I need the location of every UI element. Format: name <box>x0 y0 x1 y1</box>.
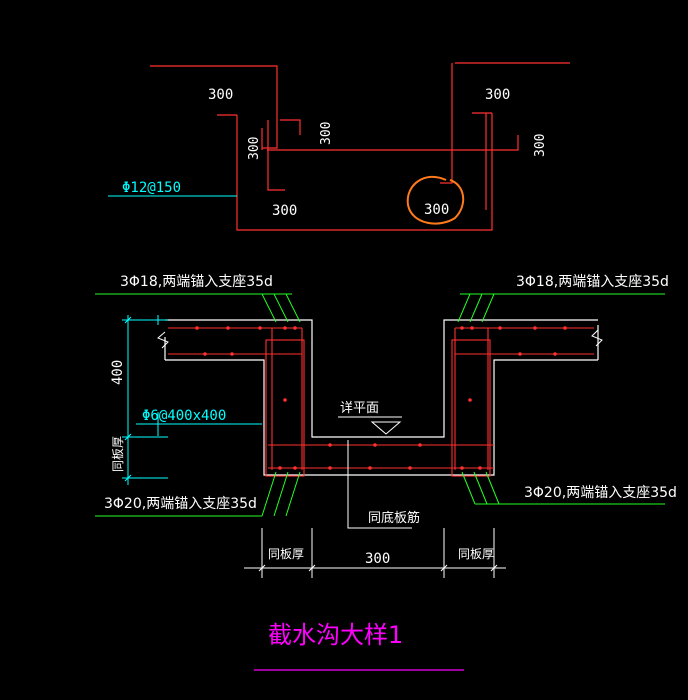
label-bottom-left-rebar: 3Φ20,两端锚入支座35d <box>104 496 257 512</box>
label-top-right-rebar: 3Φ18,两端锚入支座35d <box>516 274 669 290</box>
dim-300-left-top: 300 <box>208 87 233 103</box>
bottom-rebar-leader <box>347 440 412 529</box>
label-stirrup: Φ6@400x400 <box>142 408 226 424</box>
dim-bottom-left: 同板厚 <box>268 547 304 561</box>
top-rebar-detail <box>150 62 570 231</box>
dim-bottom-right: 同板厚 <box>458 547 494 561</box>
label-top-left-rebar: 3Φ18,两端锚入支座35d <box>120 274 273 290</box>
orange-highlight-circle <box>406 175 465 225</box>
water-level-marker <box>370 421 402 435</box>
label-bottom-rebar: 同底板筋 <box>368 510 420 526</box>
dim-300-mid-vert: 300 <box>319 122 334 145</box>
drawing-title: 截水沟大样1 <box>268 621 403 649</box>
label-water-level: 详平面 <box>340 401 379 416</box>
rebar-callout-label: Φ12@150 <box>122 180 181 196</box>
left-dimension-lines <box>122 315 262 485</box>
dim-300-right-top: 300 <box>485 87 510 103</box>
section-rebar <box>168 327 594 477</box>
bottom-dimension-lines <box>244 528 506 578</box>
dim-height-400: 400 <box>110 360 126 385</box>
dim-300-left-bottom: 300 <box>272 203 297 219</box>
dim-300-left-vert: 300 <box>247 137 262 160</box>
concrete-outline <box>164 319 599 476</box>
dim-300-right-vert: 300 <box>533 134 548 157</box>
break-symbol-right <box>591 329 603 347</box>
dim-bottom-mid: 300 <box>365 551 390 567</box>
dim-300-circled: 300 <box>424 202 449 218</box>
rebar-dots <box>195 326 567 470</box>
green-leaders <box>95 293 665 517</box>
label-bottom-right-rebar: 3Φ20,两端锚入支座35d <box>524 485 677 501</box>
dim-slab-thickness: 同板厚 <box>111 436 125 472</box>
break-symbol-left <box>157 331 169 349</box>
